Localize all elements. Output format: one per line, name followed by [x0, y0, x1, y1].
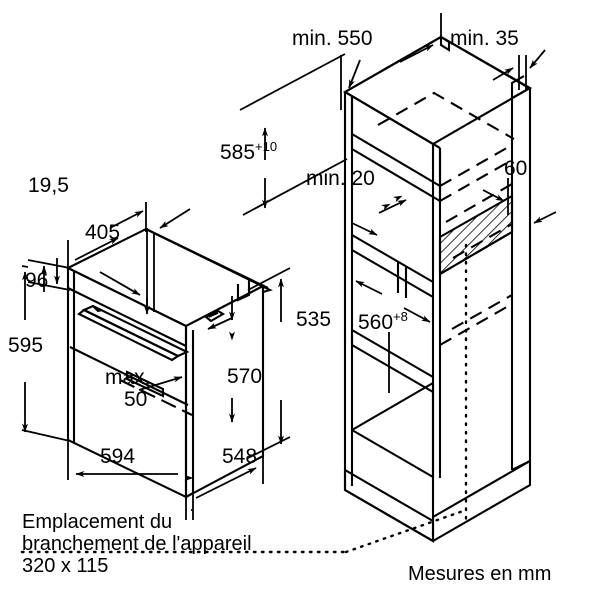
dim-label-595: 595 — [8, 334, 44, 357]
dim-label-max: max. — [105, 366, 151, 389]
dim-label-535: 535 — [296, 308, 332, 331]
units-note: Mesures en mm — [408, 563, 552, 585]
oven-dimension-lines — [21, 202, 291, 520]
dim-label-min-550: min. 550 — [292, 27, 373, 50]
connection-note-line-1: Emplacement du — [22, 511, 173, 533]
dim-label-560-tolerance: +8 — [393, 309, 408, 324]
dim-label-594: 594 — [100, 445, 136, 468]
dim-label-min-20: min. 20 — [306, 167, 375, 190]
niche-dimension-lines — [239, 13, 557, 393]
dim-label-19-5: 19,5 — [28, 174, 69, 197]
dim-label-560: 560+8 — [358, 309, 408, 334]
dim-label-585: 585+10 — [220, 139, 278, 164]
connection-note-line-2: branchement de l'appareil — [22, 533, 252, 555]
dim-label-min-35: min. 35 — [450, 27, 519, 50]
dim-label-60: 60 — [504, 157, 528, 180]
dim-label-548: 548 — [222, 445, 258, 468]
dim-label-max-value: 50 — [124, 388, 148, 411]
dim-label-570: 570 — [227, 365, 263, 388]
dim-label-96: 96 — [25, 269, 49, 292]
cabinet-niche-body — [342, 35, 533, 543]
dim-label-585-value: 585 — [220, 141, 256, 164]
dim-label-585-tolerance: +10 — [255, 139, 278, 154]
dim-label-560-value: 560 — [358, 311, 394, 334]
dim-label-405: 405 — [85, 221, 121, 244]
connection-note-line-3: 320 x 115 — [22, 555, 109, 577]
connection-note-leader — [20, 508, 468, 554]
